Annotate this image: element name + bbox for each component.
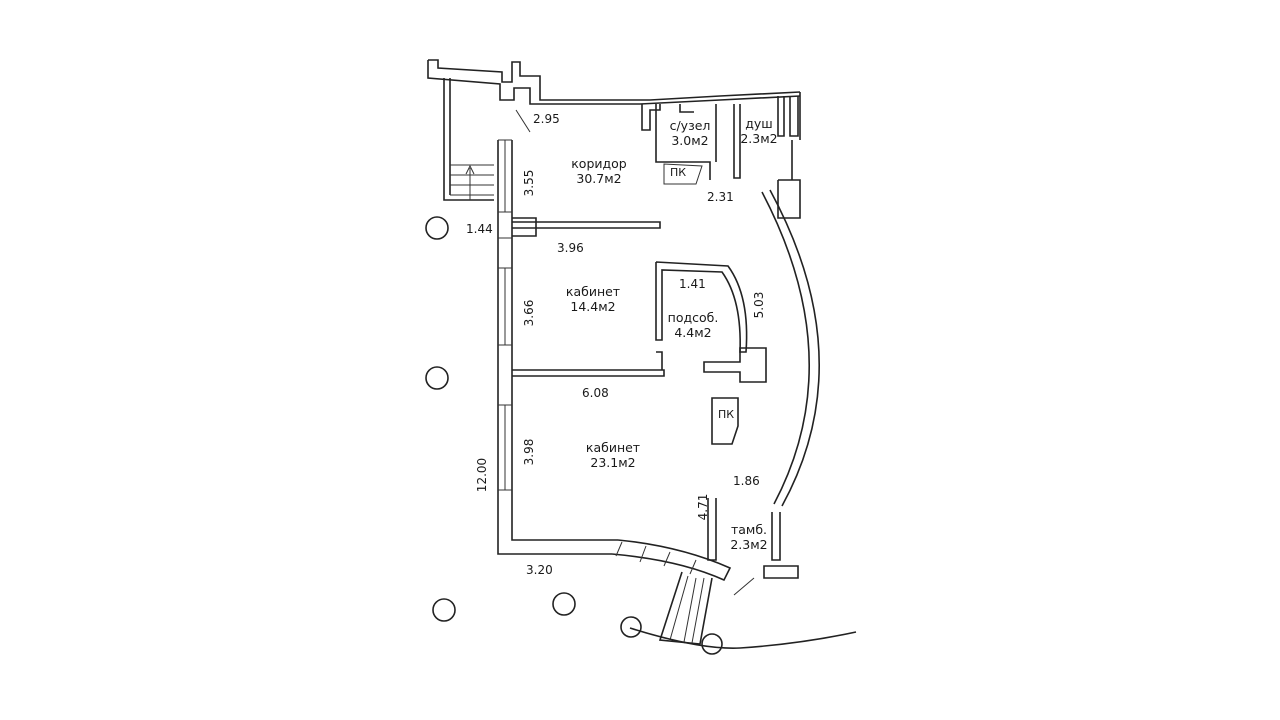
- room-area: 3.0м2: [671, 133, 709, 148]
- column-3: [432, 598, 456, 622]
- wc-block: [641, 104, 717, 180]
- right-wall: [777, 92, 801, 219]
- dimension-label: 1.44: [466, 222, 493, 236]
- room-area: 14.4м2: [570, 299, 616, 314]
- room-corridor: коридор 30.7м2: [564, 156, 634, 186]
- room-area: 30.7м2: [576, 171, 622, 186]
- curved-facade: [761, 189, 820, 507]
- pk-tag-upper: ПК: [670, 166, 687, 179]
- dimension-label: 3.66: [522, 299, 536, 327]
- room-vestibule: тамб. 2.3м2: [724, 522, 774, 552]
- top-wall: [427, 59, 801, 105]
- room-area: 2.3м2: [740, 131, 778, 146]
- room-name: тамб.: [730, 522, 768, 537]
- partition-corridor: [512, 217, 661, 237]
- partition-offices: [512, 351, 665, 377]
- dimension-label: 3.20: [526, 563, 553, 577]
- dimension-label: 4.71: [696, 493, 710, 521]
- left-wall: [497, 140, 618, 555]
- dimension-label: 3.98: [522, 438, 536, 466]
- room-name: кабинет: [565, 284, 621, 299]
- room-area: 4.4м2: [674, 325, 712, 340]
- room-office-1: кабинет 14.4м2: [558, 284, 628, 314]
- dimension-label: 1.86: [733, 474, 760, 488]
- column-6: [701, 633, 723, 655]
- room-name: коридор: [571, 156, 627, 171]
- dimension-label: 2.31: [707, 190, 734, 204]
- dimension-label: 2.95: [533, 112, 560, 126]
- room-area: 2.3м2: [730, 537, 768, 552]
- room-name: с/узел: [669, 118, 711, 133]
- dimension-label: 3.55: [522, 169, 536, 197]
- room-utility: подсоб. 4.4м2: [662, 310, 724, 340]
- pk-niche-lower: [711, 397, 739, 445]
- room-shower: душ 2.3м2: [736, 116, 782, 146]
- pk-tag-lower: ПК: [718, 408, 735, 421]
- dimension-label: 3.96: [557, 241, 584, 255]
- room-office-2: кабинет 23.1м2: [578, 440, 648, 470]
- room-name: душ: [745, 116, 773, 131]
- column-1: [425, 216, 449, 240]
- terrace-line: [629, 627, 857, 649]
- room-name: кабинет: [585, 440, 641, 455]
- column-4: [552, 592, 576, 616]
- dimension-label: 12.00: [475, 457, 489, 493]
- dimension-label: 5.03: [752, 291, 766, 319]
- entrance-stair: [443, 78, 494, 201]
- column-5: [620, 616, 642, 638]
- room-name: подсоб.: [667, 310, 719, 325]
- column-2: [425, 366, 449, 390]
- room-area: 23.1м2: [590, 455, 636, 470]
- entrance-doorway: [611, 539, 732, 582]
- room-wc: с/узел 3.0м2: [662, 118, 718, 148]
- dimension-label: 1.41: [679, 277, 706, 291]
- dimension-label: 6.08: [582, 386, 609, 400]
